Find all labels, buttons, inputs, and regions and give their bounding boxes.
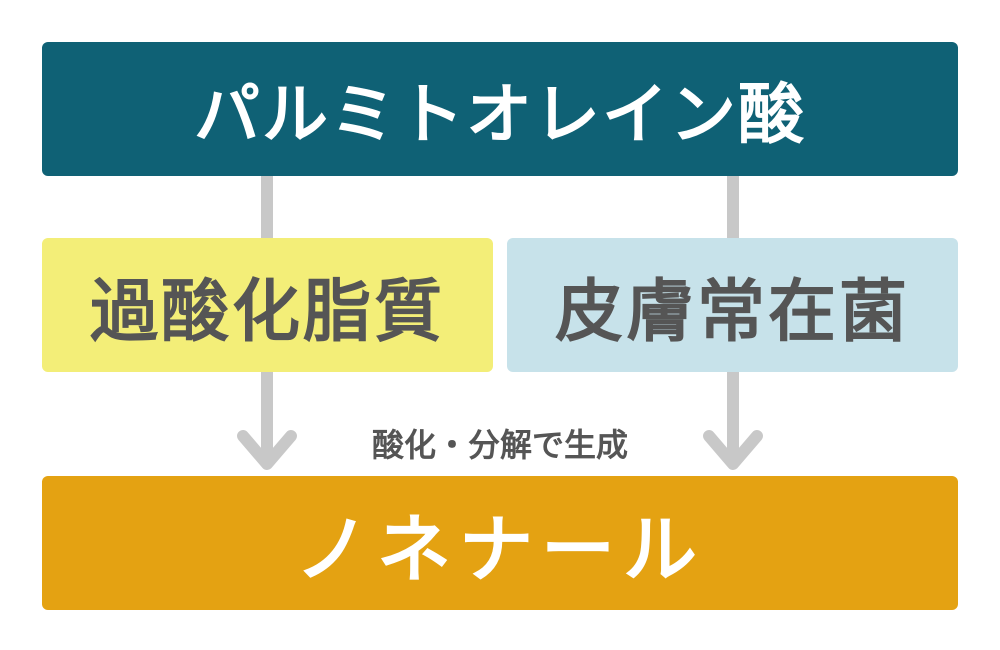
node-palmitoleic-acid: パルミトオレイン酸 xyxy=(42,42,958,176)
node-nonenal: ノネナール xyxy=(42,476,958,610)
node-label: ノネナール xyxy=(295,506,705,593)
arrow-right-to-bottom xyxy=(703,372,763,470)
node-label: 過酸化脂質 xyxy=(89,272,445,352)
arrow-left-to-bottom xyxy=(237,372,297,470)
node-label: 皮膚常在菌 xyxy=(554,272,910,352)
edge-label: 酸化・分解で生成 xyxy=(371,426,628,464)
node-skin-resident-bacteria: 皮膚常在菌 xyxy=(507,238,958,372)
node-label: パルミトオレイン酸 xyxy=(194,76,806,153)
node-lipid-peroxide: 過酸化脂質 xyxy=(42,238,493,372)
